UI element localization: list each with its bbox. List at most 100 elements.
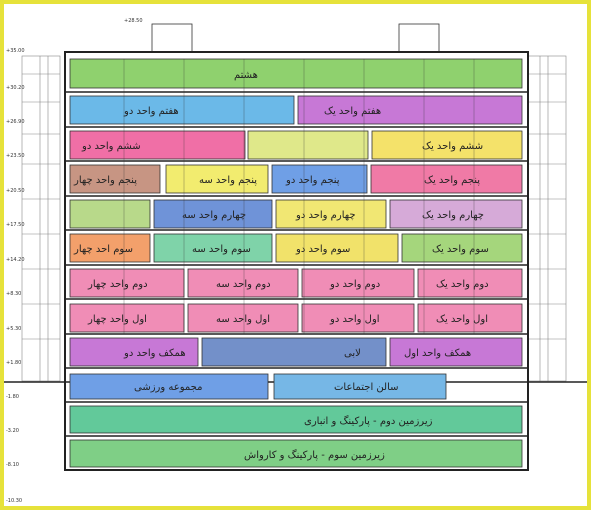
level-mark: +20.50 [6,188,25,194]
zone[interactable]: ششم واحد یک [371,130,523,160]
window-grid [123,59,475,334]
zone[interactable]: هشتم [69,58,523,89]
level-mark: +1.80 [6,360,21,366]
zone-rect [187,303,299,333]
zone-rect [69,268,185,298]
zone-label: چهارم واحد یک [422,210,484,221]
zone[interactable]: اول واحد چهار [69,303,185,333]
zone-label: پنجم واحد دو [285,175,340,186]
zone[interactable]: سوم واحد سه [153,233,273,263]
zone-label: هفتم واحد یک [324,106,381,117]
zone[interactable]: دوم واحد چهار [69,268,185,298]
zone-label: چهارم واحد دو [295,210,356,221]
zone-filler [247,130,369,160]
zone[interactable]: دوم واحد سه [187,268,299,298]
zone-label: اول واحد سه [216,314,270,325]
zone-rect [69,303,185,333]
level-mark: -3.20 [6,428,19,434]
zone-rect [153,199,273,229]
zone[interactable]: پنجم واحد چهار [69,164,161,194]
roof-stair-right [398,23,440,53]
zone-label: اول واحد چهار [87,314,147,325]
zone-rect [417,268,523,298]
zone-label: دوم واحد سه [216,279,271,290]
zone[interactable]: ششم واحد دو [69,130,246,160]
zone[interactable]: چهارم واحد دو [275,199,387,229]
zone-rect [69,130,246,160]
zone-rect [275,199,387,229]
zone-rect [273,373,447,400]
zone-rect [165,164,269,194]
level-mark: +8.30 [6,291,21,297]
zone-rect [69,58,523,89]
zone-label: هفتم واحد دو [123,106,179,117]
level-mark: +23.50 [6,153,25,159]
zone-rect [69,233,151,263]
neighbor-right [527,55,567,382]
zone-rect [297,95,523,125]
zone[interactable]: سالن اجتماعات [273,373,447,400]
zone-label: پنجم واحد سه [199,175,257,186]
zone-label: ششم واحد دو [81,141,141,152]
zone-label: دوم واحد چهار [87,279,148,290]
zone[interactable]: سوم واحد دو [275,233,399,263]
zone[interactable]: همکف واحد دو [69,337,199,367]
zone[interactable]: زیرزمین دوم - پارکینگ و انباری [69,405,523,434]
zone[interactable]: چهارم واحد یک [389,199,523,229]
zone[interactable]: اول واحد یک [417,303,523,333]
zone-label: دوم واحد یک [436,279,489,290]
zone-label: اول واحد دو [329,314,380,325]
top-level-mark: +28.50 [124,18,143,24]
zone-rect [389,199,523,229]
level-mark: +35.00 [6,48,25,54]
zone[interactable]: دوم واحد یک [417,268,523,298]
level-mark: -8.10 [6,462,19,468]
zone[interactable]: دوم واحد دو [301,268,415,298]
zone-rect [389,337,523,367]
zone[interactable]: هفتم واحد یک [297,95,523,125]
neighbor-left [21,55,61,382]
zone[interactable]: سوم احد چهار [69,233,151,263]
level-mark: -1.80 [6,394,19,400]
zone-label: سالن اجتماعات [334,382,399,393]
zone[interactable]: سوم واحد یک [401,233,523,263]
zone[interactable]: اول واحد سه [187,303,299,333]
zone-label: ششم واحد یک [422,141,483,152]
zone-rect [417,303,523,333]
floor-slabs [65,91,528,437]
zone-rect [69,95,295,125]
zone-label: لابی [344,348,361,359]
zone-rect [301,303,415,333]
zone-label: همکف واحد اول [404,348,471,359]
zone[interactable]: همکف واحد اول [389,337,523,367]
zone[interactable]: پنجم واحد دو [271,164,368,194]
zone[interactable]: زیرزمین سوم - پارکینگ و کارواش [69,439,523,468]
zone-label: سوم احد چهار [73,244,133,255]
zone-label: زیرزمین دوم - پارکینگ و انباری [304,415,433,427]
zone[interactable]: مجموعه ورزشی [69,373,269,400]
level-marks: +35.00 +30.20 +26.90 +23.50 +20.50 +17.5… [6,48,25,504]
zone[interactable]: هفتم واحد دو [69,95,295,125]
zone[interactable]: پنجم واحد سه [165,164,269,194]
zone-label: هشتم [234,70,258,81]
level-mark: +14.20 [6,257,25,263]
zone-label: سوم واحد دو [295,244,350,255]
zone-label: پنجم واحد یک [424,175,480,186]
zone[interactable]: اول واحد دو [301,303,415,333]
zone-rect [271,164,368,194]
level-mark: +30.20 [6,85,25,91]
zone-label: مجموعه ورزشی [134,382,202,393]
zone-rect [370,164,523,194]
zone[interactable]: چهارم واحد سه [153,199,273,229]
zone-rect [69,439,523,468]
zone-label: پنجم واحد چهار [73,175,137,186]
zone-label: چهارم واحد سه [182,210,246,221]
zone-label: زیرزمین سوم - پارکینگ و کارواش [244,449,385,461]
zone-rect [69,164,161,194]
level-mark: +5.30 [6,326,21,332]
building-section: +28.50 +35.00 +30.20 +26.90 +23.50 +20.5… [4,18,587,504]
zone[interactable]: پنجم واحد یک [370,164,523,194]
zone-rect [69,373,269,400]
zone[interactable]: لابی [201,337,387,367]
level-mark: +17.50 [6,222,25,228]
